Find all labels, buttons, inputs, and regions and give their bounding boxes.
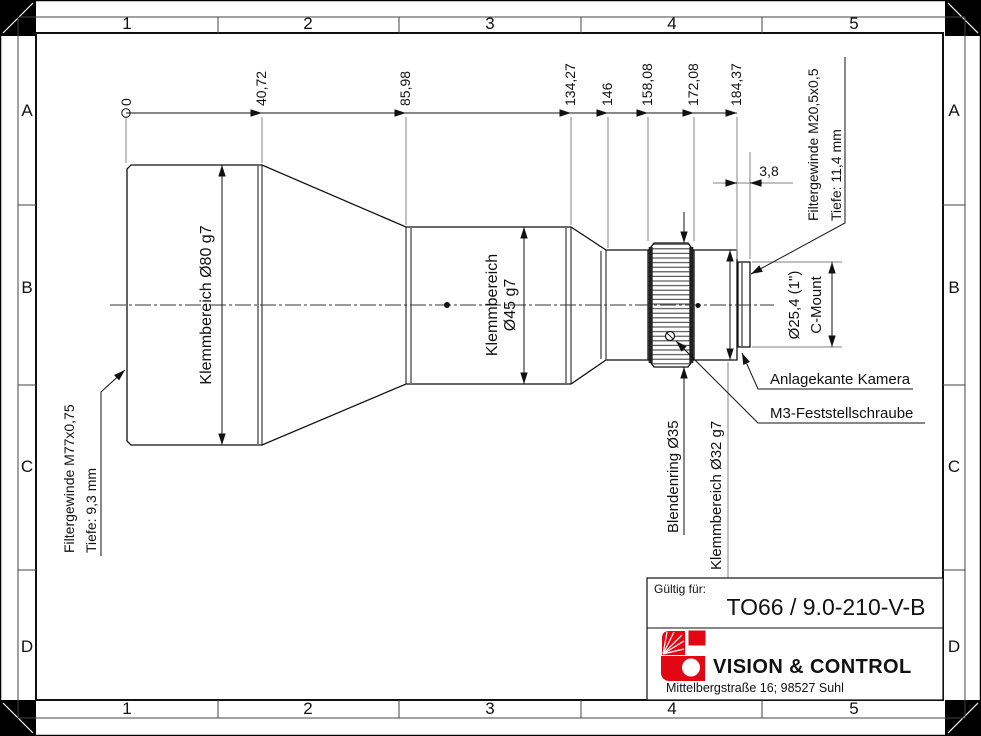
dim-clamp80: Klemmbereich Ø80 g7: [198, 165, 226, 445]
leader-contact-edge: Anlagekante Kamera: [741, 352, 913, 390]
valid-for-label: Gültig für:: [654, 582, 706, 596]
grid-row-left-d: D: [21, 637, 33, 656]
company-address: Mittelbergstraße 16; 98527 Suhl: [666, 681, 844, 695]
grid-row-right-c: C: [948, 457, 960, 476]
label-clamp45-line1: Klemmbereich: [484, 254, 501, 356]
dim-flange-width: 3,8: [725, 163, 779, 187]
grid-col-top-1: 1: [122, 14, 131, 33]
label-cmount-line2: C-Mount: [808, 275, 825, 333]
grid-col-top-3: 3: [485, 14, 494, 33]
leader-filter-front: Filtergewinde M77x0,75 Tiefe: 9,3 mm: [61, 369, 126, 556]
logo-small-square: [688, 630, 706, 646]
frame-outer: [17, 16, 966, 719]
label-clamp32: Klemmbereich Ø32 g7: [708, 421, 725, 570]
label-filter-front-line2: Tiefe: 9,3 mm: [83, 468, 99, 553]
dim-station-0: 0: [118, 98, 134, 106]
dim-station-4: 146: [599, 82, 615, 106]
leader-set-screw: M3-Feststellschraube: [675, 340, 925, 424]
dim-station-6: 172,08: [685, 63, 701, 106]
body-outline: [126, 164, 738, 446]
grid-col-bottom-3: 3: [485, 699, 494, 718]
model-number: TO66 / 9.0-210-V-B: [726, 594, 925, 620]
lens-body: [110, 164, 774, 446]
dim-station-7: 184,37: [728, 63, 744, 106]
grid-col-bottom-1: 1: [122, 699, 131, 718]
grid-col-bottom-4: 4: [667, 699, 676, 718]
grid-row-right-d: D: [948, 637, 960, 656]
dim-clamp45: Klemmbereich Ø45 g7: [484, 227, 528, 384]
label-set-screw: M3-Feststellschraube: [770, 405, 913, 422]
label-cmount-line1: Ø25,4 (1"): [786, 271, 803, 340]
grid-row-right-a: A: [948, 101, 960, 120]
logo-circle: [682, 658, 700, 677]
company-logo: [661, 630, 706, 681]
title-block: Gültig für: TO66 / 9.0-210-V-B VISION & …: [646, 577, 944, 701]
grid-row-left-b: B: [21, 278, 32, 297]
drawing-frame: [17, 16, 966, 719]
label-contact-edge: Anlagekante Kamera: [770, 371, 911, 388]
label-aperture-ring: Blendenring Ø35: [665, 420, 682, 533]
grid-col-top-5: 5: [849, 14, 858, 33]
grid-labels: 1 2 3 4 5 1 2 3 4 5 A B C D A B C D: [21, 14, 960, 718]
grid-col-top-2: 2: [303, 14, 312, 33]
label-filter-front-line1: Filtergewinde M77x0,75: [61, 404, 77, 553]
screw-dot-mid: [444, 302, 450, 308]
label-filter-rear-line2: Tiefe: 11,4 mm: [828, 129, 844, 221]
screw-dot-rear: [695, 303, 701, 308]
dim-cmount: Ø25,4 (1") C-Mount: [786, 262, 836, 347]
dim-station-3: 134,27: [562, 63, 578, 106]
dim-station-1: 40,72: [253, 71, 269, 106]
dim-station-5: 158,08: [639, 63, 655, 106]
origin-marker: [121, 108, 131, 118]
label-filter-rear-line1: Filtergewinde M20,5x0,5: [805, 68, 821, 221]
grid-col-bottom-2: 2: [303, 699, 312, 718]
dim-station-2: 85,98: [397, 71, 413, 106]
dim-aperture-ring: Blendenring Ø35: [665, 212, 688, 535]
grid-row-left-a: A: [21, 101, 33, 120]
company-name: VISION & CONTROL: [713, 656, 912, 678]
label-clamp45-line2: Ø45 g7: [502, 279, 519, 332]
m3-set-screw: [664, 330, 676, 342]
dimension-chain: 0 40,72 85,98 134,27 146 158,08 172,08 1…: [118, 63, 744, 118]
grid-col-bottom-5: 5: [849, 699, 858, 718]
grid-row-right-b: B: [948, 278, 959, 297]
dim-flange-width-label: 3,8: [759, 163, 779, 179]
grid-col-top-4: 4: [667, 14, 676, 33]
dim-clamp32: Klemmbereich Ø32 g7: [708, 250, 734, 570]
grid-row-left-c: C: [21, 457, 33, 476]
label-clamp80: Klemmbereich Ø80 g7: [198, 225, 215, 384]
leader-filter-rear: Filtergewinde M20,5x0,5 Tiefe: 11,4 mm: [750, 57, 846, 275]
frame-inner: [35, 32, 944, 701]
